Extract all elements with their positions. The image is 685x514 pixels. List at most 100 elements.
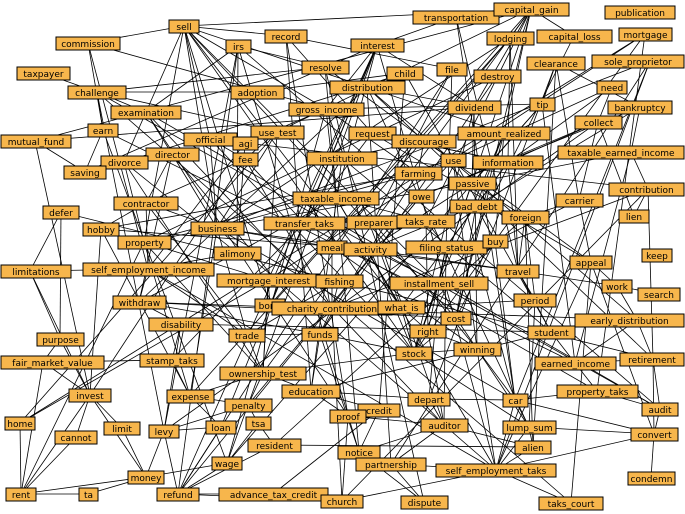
node-use-test[interactable]: use_test bbox=[250, 125, 305, 140]
node-commission[interactable]: commission bbox=[55, 36, 121, 51]
node-farming[interactable]: farming bbox=[394, 166, 443, 181]
node-student[interactable]: student bbox=[527, 325, 576, 340]
node-request[interactable]: request bbox=[348, 126, 397, 141]
node-tsa[interactable]: tsa bbox=[245, 416, 272, 431]
node-bad-debt[interactable]: bad_debt bbox=[449, 199, 504, 214]
node-information[interactable]: information bbox=[472, 155, 544, 170]
node-lump-sum[interactable]: lump_sum bbox=[502, 420, 557, 435]
node-owe[interactable]: owe bbox=[408, 189, 435, 204]
node-cost[interactable]: cost bbox=[440, 311, 472, 326]
node-distribution[interactable]: distribution bbox=[329, 80, 406, 95]
node-mutual-fund[interactable]: mutual_fund bbox=[0, 134, 72, 149]
node-convert[interactable]: convert bbox=[630, 427, 679, 442]
node-capital-loss[interactable]: capital_loss bbox=[536, 29, 613, 44]
node-institution[interactable]: institution bbox=[306, 151, 378, 166]
node-self-employment-income[interactable]: self_employment_income bbox=[82, 262, 215, 277]
node-partnership[interactable]: partnership bbox=[355, 457, 427, 472]
node-sole-proprietor[interactable]: sole_proprietor bbox=[591, 54, 685, 69]
node-hobby[interactable]: hobby bbox=[82, 222, 120, 237]
node-amount-realized[interactable]: amount_realized bbox=[457, 126, 551, 141]
node-what-is[interactable]: what_is bbox=[377, 300, 426, 315]
node-defer[interactable]: defer bbox=[42, 205, 80, 220]
node-advance-tax-credit[interactable]: advance_tax_credit bbox=[218, 487, 329, 502]
node-rent[interactable]: rent bbox=[5, 487, 37, 502]
node-dispute[interactable]: dispute bbox=[400, 495, 449, 510]
node-gross-income[interactable]: gross_income bbox=[288, 102, 365, 117]
node-money[interactable]: money bbox=[127, 470, 165, 485]
node-official[interactable]: official bbox=[183, 132, 238, 147]
node-adoption[interactable]: adoption bbox=[230, 85, 285, 100]
node-education[interactable]: education bbox=[281, 384, 341, 399]
node-agi[interactable]: agi bbox=[232, 136, 259, 151]
node-limit[interactable]: limit bbox=[103, 421, 141, 436]
node-fee[interactable]: fee bbox=[232, 152, 259, 167]
node-mortgage-interest[interactable]: mortgage_interest bbox=[216, 273, 321, 288]
node-work[interactable]: work bbox=[601, 279, 633, 294]
node-fishing[interactable]: fishing bbox=[315, 274, 364, 289]
node-wage[interactable]: wage bbox=[211, 456, 243, 471]
node-levy[interactable]: levy bbox=[148, 424, 180, 439]
node-stamp-taks[interactable]: stamp_taks bbox=[139, 353, 205, 368]
node-divorce[interactable]: divorce bbox=[100, 155, 149, 170]
node-expense[interactable]: expense bbox=[166, 389, 215, 404]
node-lien[interactable]: lien bbox=[618, 209, 650, 224]
node-loan[interactable]: loan bbox=[205, 420, 237, 435]
node-clearance[interactable]: clearance bbox=[526, 56, 586, 71]
node-carrier[interactable]: carrier bbox=[555, 193, 604, 208]
node-child[interactable]: child bbox=[386, 66, 424, 81]
node-earned-income[interactable]: earned_income bbox=[534, 356, 617, 371]
node-need[interactable]: need bbox=[596, 80, 628, 95]
node-withdraw[interactable]: withdraw bbox=[112, 295, 167, 310]
node-passive[interactable]: passive bbox=[448, 176, 497, 191]
node-bankruptcy[interactable]: bankruptcy bbox=[607, 100, 673, 115]
node-resident[interactable]: resident bbox=[247, 438, 302, 453]
node-ta[interactable]: ta bbox=[78, 487, 99, 502]
node-saving[interactable]: saving bbox=[63, 165, 107, 180]
node-ownership-test[interactable]: ownership_test bbox=[219, 366, 307, 381]
node-business[interactable]: business bbox=[190, 221, 245, 236]
node-publication[interactable]: publication bbox=[604, 5, 676, 20]
node-lodging[interactable]: lodging bbox=[486, 31, 535, 46]
node-discourage[interactable]: discourage bbox=[391, 134, 457, 149]
node-refund[interactable]: refund bbox=[156, 487, 200, 502]
node-audit[interactable]: audit bbox=[641, 402, 679, 417]
node-capital-gain[interactable]: capital_gain bbox=[493, 2, 570, 17]
node-home[interactable]: home bbox=[4, 416, 36, 431]
node-charity-contribution[interactable]: charity_contribution bbox=[271, 301, 393, 316]
node-appeal[interactable]: appeal bbox=[569, 255, 613, 270]
node-search[interactable]: search bbox=[637, 287, 681, 302]
node-taxable-earned-income[interactable]: taxable_earned_income bbox=[557, 145, 685, 160]
node-record[interactable]: record bbox=[264, 29, 308, 44]
node-activity[interactable]: activity bbox=[343, 242, 398, 257]
node-notice[interactable]: notice bbox=[337, 445, 381, 460]
node-collect[interactable]: collect bbox=[574, 115, 623, 130]
node-contribution[interactable]: contribution bbox=[608, 182, 685, 197]
node-taks-court[interactable]: taks_court bbox=[538, 496, 604, 511]
node-tip[interactable]: tip bbox=[529, 97, 556, 112]
node-irs[interactable]: irs bbox=[225, 39, 252, 54]
node-contractor[interactable]: contractor bbox=[113, 196, 179, 211]
node-travel[interactable]: travel bbox=[496, 264, 540, 279]
node-winning[interactable]: winning bbox=[453, 342, 502, 357]
node-alimony[interactable]: alimony bbox=[213, 246, 262, 261]
node-interest[interactable]: interest bbox=[350, 38, 405, 53]
node-self-employment-taks[interactable]: self_employment_taks bbox=[435, 463, 557, 478]
node-stock[interactable]: stock bbox=[395, 346, 433, 361]
node-resolve[interactable]: resolve bbox=[301, 60, 350, 75]
node-disability[interactable]: disability bbox=[148, 317, 214, 332]
node-retirement[interactable]: retirement bbox=[619, 352, 685, 367]
node-taks-rate[interactable]: taks_rate bbox=[396, 214, 456, 229]
node-trade[interactable]: trade bbox=[228, 328, 266, 343]
node-cannot[interactable]: cannot bbox=[54, 430, 98, 445]
node-use[interactable]: use bbox=[440, 153, 467, 168]
node-dividend[interactable]: dividend bbox=[447, 100, 502, 115]
node-transfer-taks[interactable]: transfer_taks bbox=[263, 216, 346, 231]
node-depart[interactable]: depart bbox=[407, 392, 451, 407]
node-invest[interactable]: invest bbox=[68, 388, 112, 403]
node-property-taks[interactable]: property_taks bbox=[556, 384, 639, 399]
node-earn[interactable]: earn bbox=[87, 123, 119, 138]
node-transportation[interactable]: transportation bbox=[412, 10, 500, 25]
node-keep[interactable]: keep bbox=[641, 248, 673, 263]
node-director[interactable]: director bbox=[145, 147, 200, 162]
node-funds[interactable]: funds bbox=[301, 327, 339, 342]
